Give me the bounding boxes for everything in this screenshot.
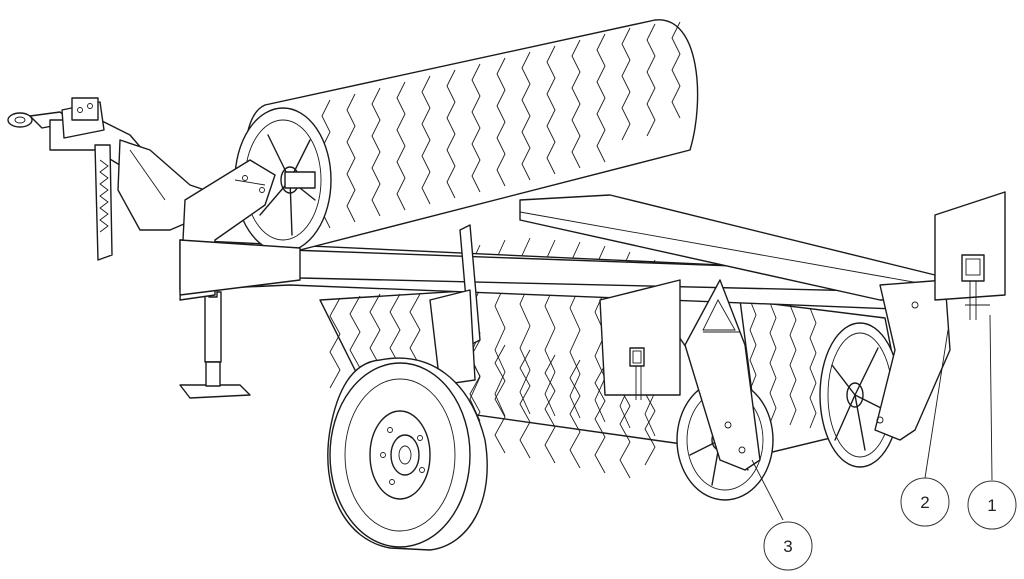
callout-2: 2 bbox=[900, 477, 950, 527]
transport-wheel bbox=[327, 357, 488, 551]
rear-light-panel-right bbox=[934, 191, 1006, 320]
callout-3: 3 bbox=[763, 521, 813, 571]
callout-leaders bbox=[751, 314, 993, 521]
callout-1: 1 bbox=[967, 480, 1017, 530]
callout-2-label: 2 bbox=[920, 493, 929, 512]
parking-jack bbox=[179, 284, 251, 399]
callout-1-label: 1 bbox=[987, 496, 996, 515]
front-roller-side-plate bbox=[179, 159, 316, 301]
rear-roller-right bbox=[739, 299, 906, 468]
main-frame bbox=[179, 194, 936, 400]
drawbar-hitch bbox=[7, 97, 206, 261]
front-roller bbox=[234, 19, 699, 253]
center-warning-plate bbox=[684, 279, 761, 471]
callout-3-label: 3 bbox=[783, 537, 792, 556]
